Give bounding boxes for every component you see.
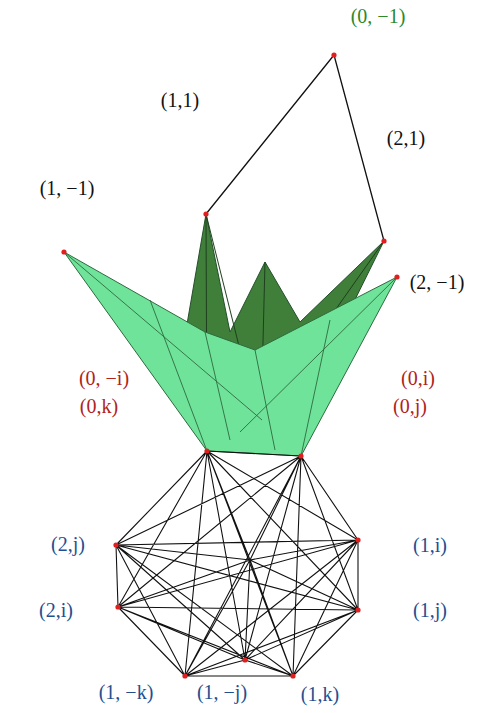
vertex-label: (0,j) bbox=[391, 395, 429, 417]
light-green-folds bbox=[64, 252, 397, 456]
vertex-label: (0, −1) bbox=[349, 5, 408, 27]
vertex-label: (1,1) bbox=[159, 89, 201, 111]
lower-graph-edges bbox=[116, 451, 358, 676]
vertex-label: (2,1) bbox=[385, 127, 427, 149]
vertex-label: (2, −1) bbox=[408, 271, 467, 293]
vertex-label: (2,i) bbox=[37, 599, 75, 621]
vertex-label: (0,i) bbox=[399, 367, 437, 389]
vertex-label: (1,j) bbox=[411, 599, 449, 621]
vertex-label: (2,j) bbox=[49, 533, 87, 555]
vertex-label: (1, −k) bbox=[97, 681, 156, 703]
vertex-label: (1,i) bbox=[411, 534, 449, 556]
vertex-label: (1,k) bbox=[299, 683, 341, 705]
light-green-surface bbox=[64, 252, 397, 456]
upper-edges bbox=[206, 55, 384, 241]
vertex-dots bbox=[61, 52, 399, 678]
vertex-label: (1, −j) bbox=[195, 681, 249, 703]
vertex-label: (0, −i) bbox=[77, 367, 131, 389]
vertex-label: (1, −1) bbox=[38, 177, 97, 199]
vertex-label: (0,k) bbox=[78, 395, 120, 417]
